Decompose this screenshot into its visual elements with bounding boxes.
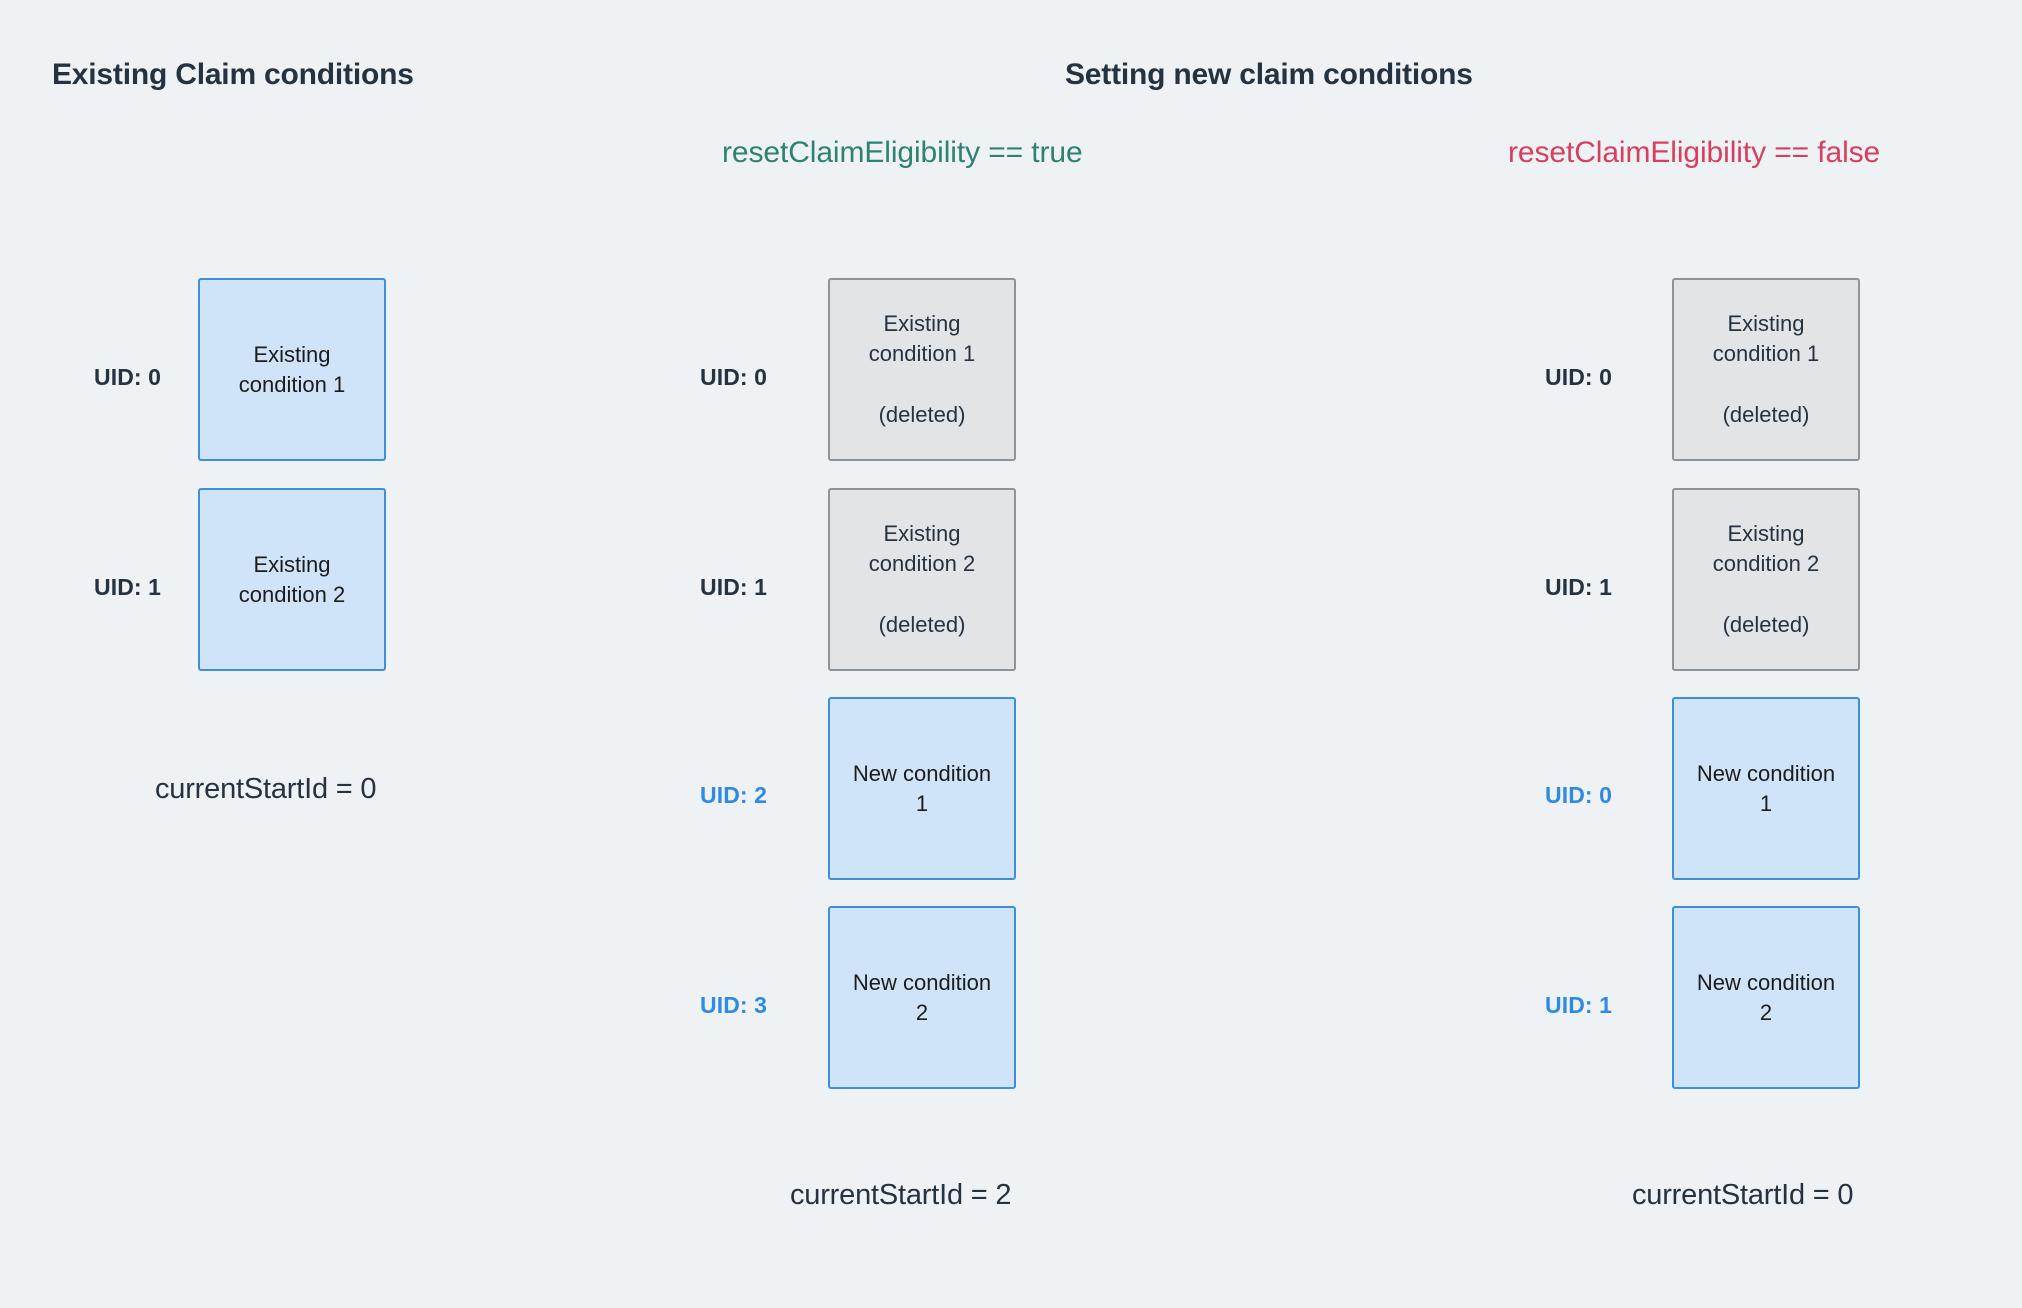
condition-box-status: (deleted) bbox=[878, 612, 966, 638]
page-title-setting-new-claim-conditions: Setting new claim conditions bbox=[1065, 58, 1473, 91]
condition-box-title: Existing condition 2 bbox=[868, 520, 976, 576]
uid-label-left-0: UID: 0 bbox=[94, 364, 162, 390]
uid-label-right-2: UID: 0 bbox=[1545, 782, 1613, 808]
uid-label-middle-2: UID: 2 bbox=[700, 782, 768, 808]
uid-label-middle-0: UID: 0 bbox=[700, 364, 768, 390]
uid-label-right-3: UID: 1 bbox=[1545, 992, 1613, 1018]
condition-box-middle-3: New condition 2 bbox=[828, 906, 1016, 1089]
reset-claim-eligibility-true-label: resetClaimEligibility == true bbox=[722, 136, 1083, 169]
condition-box-left-1: Existing condition 2 bbox=[198, 488, 386, 671]
condition-box-middle-1: Existing condition 2 (deleted) bbox=[828, 488, 1016, 671]
condition-box-middle-2: New condition 1 bbox=[828, 697, 1016, 880]
current-start-id-middle: currentStartId = 2 bbox=[790, 1179, 1012, 1211]
condition-box-right-3: New condition 2 bbox=[1672, 906, 1860, 1089]
condition-box-status: (deleted) bbox=[878, 402, 966, 428]
condition-box-title: New condition 1 bbox=[852, 760, 992, 816]
uid-label-middle-3: UID: 3 bbox=[700, 992, 768, 1018]
condition-box-status: (deleted) bbox=[1722, 612, 1810, 638]
condition-box-status: (deleted) bbox=[1722, 402, 1810, 428]
uid-label-right-1: UID: 1 bbox=[1545, 574, 1613, 600]
condition-box-title: New condition 2 bbox=[1696, 969, 1836, 1025]
condition-box-title: Existing condition 1 bbox=[238, 341, 346, 397]
condition-box-middle-0: Existing condition 1 (deleted) bbox=[828, 278, 1016, 461]
current-start-id-right: currentStartId = 0 bbox=[1632, 1179, 1854, 1211]
condition-box-right-2: New condition 1 bbox=[1672, 697, 1860, 880]
condition-box-title: New condition 1 bbox=[1696, 760, 1836, 816]
current-start-id-left: currentStartId = 0 bbox=[155, 773, 377, 805]
condition-box-right-1: Existing condition 2 (deleted) bbox=[1672, 488, 1860, 671]
page-title-existing-claim-conditions: Existing Claim conditions bbox=[52, 58, 414, 91]
condition-box-left-0: Existing condition 1 bbox=[198, 278, 386, 461]
uid-label-right-0: UID: 0 bbox=[1545, 364, 1613, 390]
condition-box-title: Existing condition 1 bbox=[868, 310, 976, 366]
reset-claim-eligibility-false-label: resetClaimEligibility == false bbox=[1508, 136, 1881, 169]
condition-box-title: Existing condition 2 bbox=[238, 551, 346, 607]
uid-label-left-1: UID: 1 bbox=[94, 574, 162, 600]
condition-box-title: Existing condition 2 bbox=[1712, 520, 1820, 576]
uid-label-middle-1: UID: 1 bbox=[700, 574, 768, 600]
condition-box-title: New condition 2 bbox=[852, 969, 992, 1025]
condition-box-title: Existing condition 1 bbox=[1712, 310, 1820, 366]
condition-box-right-0: Existing condition 1 (deleted) bbox=[1672, 278, 1860, 461]
